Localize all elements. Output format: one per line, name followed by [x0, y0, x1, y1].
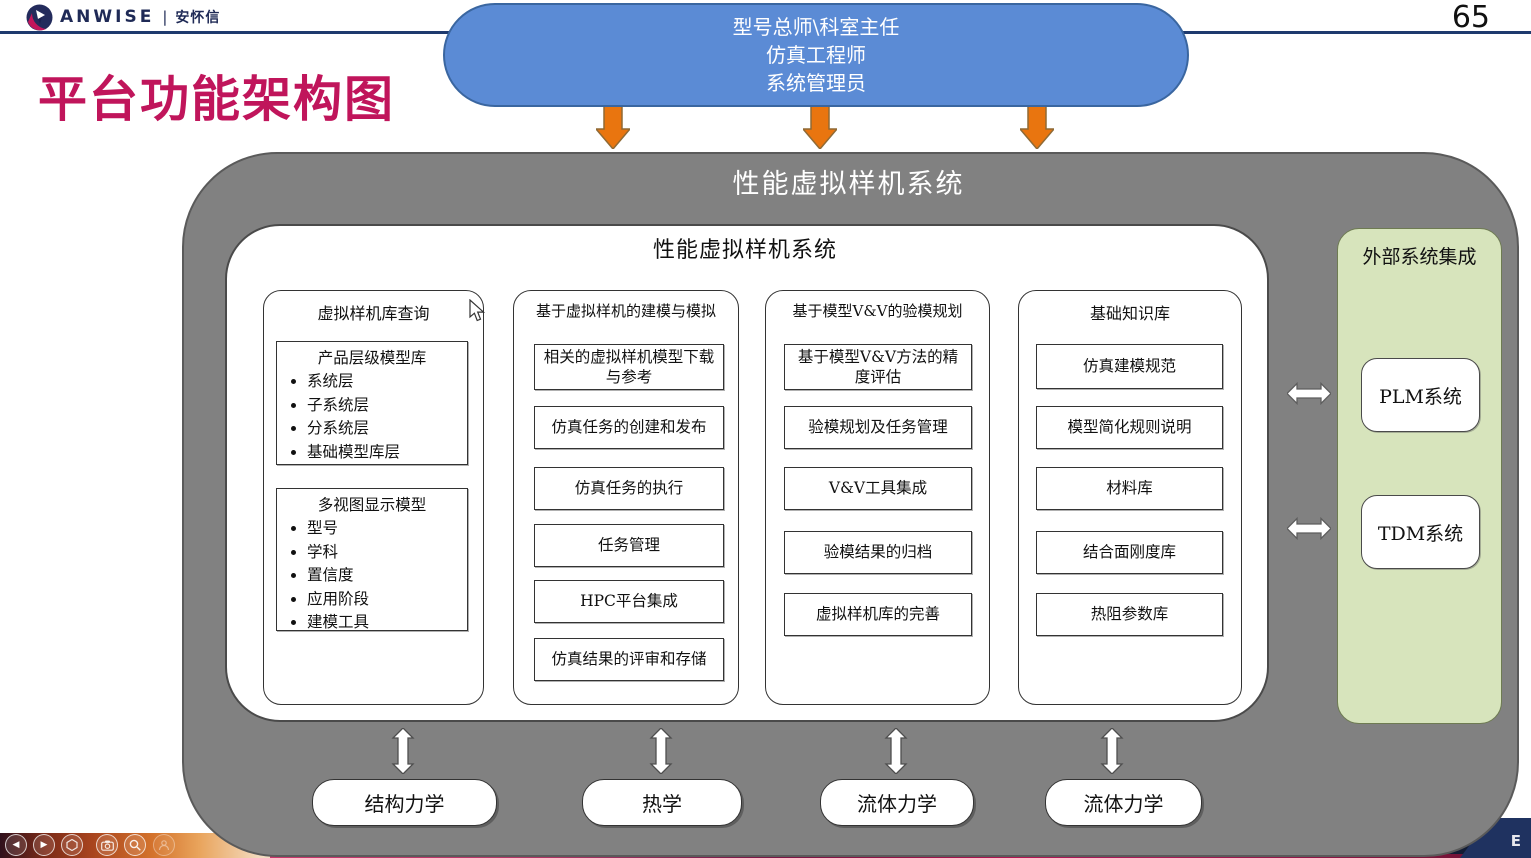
prev-slide-button[interactable]: ◀	[5, 834, 27, 856]
function-box: 验模规划及任务管理	[784, 406, 972, 449]
next-slide-button[interactable]: ▶	[33, 834, 55, 856]
function-box: 仿真任务的创建和发布	[534, 406, 724, 449]
bullet-item: 型号	[307, 517, 467, 541]
hexagon-icon	[61, 834, 83, 856]
column-modeling-simulation: 基于虚拟样机的建模与模拟 相关的虚拟样机模型下载与参考 仿真任务的创建和发布 仿…	[513, 290, 739, 705]
group-title: 多视图显示模型	[317, 496, 427, 514]
function-box: 热阻参数库	[1036, 593, 1223, 636]
bullet-list: 型号 学科 置信度 应用阶段 建模工具	[277, 517, 467, 635]
function-box: 结合面刚度库	[1036, 531, 1223, 574]
system-container-title: 性能虚拟样机系统	[732, 169, 965, 200]
role-line: 型号总师\科室主任	[732, 15, 900, 39]
group-multiview-model: 多视图显示模型 型号 学科 置信度 应用阶段 建模工具	[276, 488, 468, 631]
double-arrow-vertical-icon	[1100, 728, 1124, 774]
bullet-list: 系统层 子系统层 分系统层 基础模型库层	[277, 370, 467, 464]
role-line: 仿真工程师	[766, 43, 866, 67]
prev-arrow-icon: ◀	[12, 840, 20, 850]
anwise-logo: ANWISE | 安怀信	[26, 3, 220, 31]
function-box: 仿真建模规范	[1036, 344, 1223, 389]
group-product-model-library: 产品层级模型库 系统层 子系统层 分系统层 基础模型库层	[276, 341, 468, 465]
down-arrow-icon	[1020, 106, 1054, 149]
discipline-box-thermal: 热学	[582, 779, 742, 826]
page-number: 65	[1451, 0, 1490, 35]
bullet-item: 基础模型库层	[307, 441, 467, 465]
user-icon	[153, 834, 175, 856]
bullet-item: 建模工具	[307, 611, 467, 635]
column-title: 基础知识库	[1089, 304, 1170, 323]
plm-system-box: PLM系统	[1361, 358, 1480, 432]
column-title: 基于模型V&V的验模规划	[792, 302, 963, 320]
anwise-logo-icon	[26, 4, 53, 30]
external-integration-panel: 外部系统集成 PLM系统 TDM系统	[1337, 228, 1502, 724]
bullet-item: 置信度	[307, 564, 467, 588]
external-panel-title: 外部系统集成	[1362, 246, 1477, 268]
function-box: 材料库	[1036, 467, 1223, 510]
function-box: 任务管理	[534, 524, 724, 567]
tdm-system-box: TDM系统	[1361, 495, 1480, 569]
column-knowledge-base: 基础知识库 仿真建模规范 模型简化规则说明 材料库 结合面刚度库 热阻参数库	[1018, 290, 1242, 705]
double-arrow-vertical-icon	[649, 728, 673, 774]
column-title: 虚拟样机库查询	[317, 304, 430, 323]
brand-name-cn: 安怀信	[175, 10, 221, 26]
inner-system-title: 性能虚拟样机系统	[652, 238, 837, 263]
function-box: 虚拟样机库的完善	[784, 593, 972, 636]
double-arrow-vertical-icon	[884, 728, 908, 774]
role-line: 系统管理员	[766, 71, 866, 95]
down-arrow-icon	[596, 106, 630, 149]
function-box: 仿真任务的执行	[534, 467, 724, 510]
brand-separator: |	[162, 8, 168, 26]
function-box: HPC平台集成	[534, 580, 724, 623]
function-box: 模型简化规则说明	[1036, 406, 1223, 449]
column-title: 基于虚拟样机的建模与模拟	[535, 302, 716, 320]
user-roles-capsule: 型号总师\科室主任 仿真工程师 系统管理员	[443, 3, 1189, 107]
slide-title: 平台功能架构图	[38, 71, 396, 128]
bullet-item: 系统层	[307, 370, 467, 394]
next-arrow-icon: ▶	[40, 840, 48, 850]
bullet-item: 子系统层	[307, 394, 467, 418]
bullet-item: 分系统层	[307, 417, 467, 441]
search-icon[interactable]	[124, 834, 146, 856]
double-arrow-vertical-icon	[391, 728, 415, 774]
down-arrow-icon	[803, 106, 837, 149]
corner-logo-fragment: E	[1510, 832, 1523, 850]
double-arrow-horizontal-icon	[1287, 516, 1331, 541]
discipline-box-fluid-2: 流体力学	[1045, 779, 1202, 826]
brand-name: ANWISE	[60, 7, 155, 27]
bullet-item: 应用阶段	[307, 588, 467, 612]
bullet-item: 学科	[307, 541, 467, 565]
column-prototype-library-query: 虚拟样机库查询 产品层级模型库 系统层 子系统层 分系统层 基础模型库层 多视图…	[263, 290, 484, 705]
function-box: 仿真结果的评审和存储	[534, 638, 724, 681]
mouse-cursor	[469, 299, 486, 322]
function-box: 相关的虚拟样机模型下载与参考	[534, 344, 724, 390]
group-title: 产品层级模型库	[317, 349, 427, 367]
discipline-box-structural: 结构力学	[312, 779, 497, 826]
camera-icon[interactable]	[96, 834, 118, 856]
column-vv-validation-planning: 基于模型V&V的验模规划 基于模型V&V方法的精度评估 验模规划及任务管理 V&…	[765, 290, 990, 705]
function-box: V&V工具集成	[784, 467, 972, 510]
function-box: 基于模型V&V方法的精度评估	[784, 344, 972, 390]
double-arrow-horizontal-icon	[1287, 381, 1331, 406]
function-box: 验模结果的归档	[784, 531, 972, 574]
discipline-box-fluid-1: 流体力学	[820, 779, 974, 826]
